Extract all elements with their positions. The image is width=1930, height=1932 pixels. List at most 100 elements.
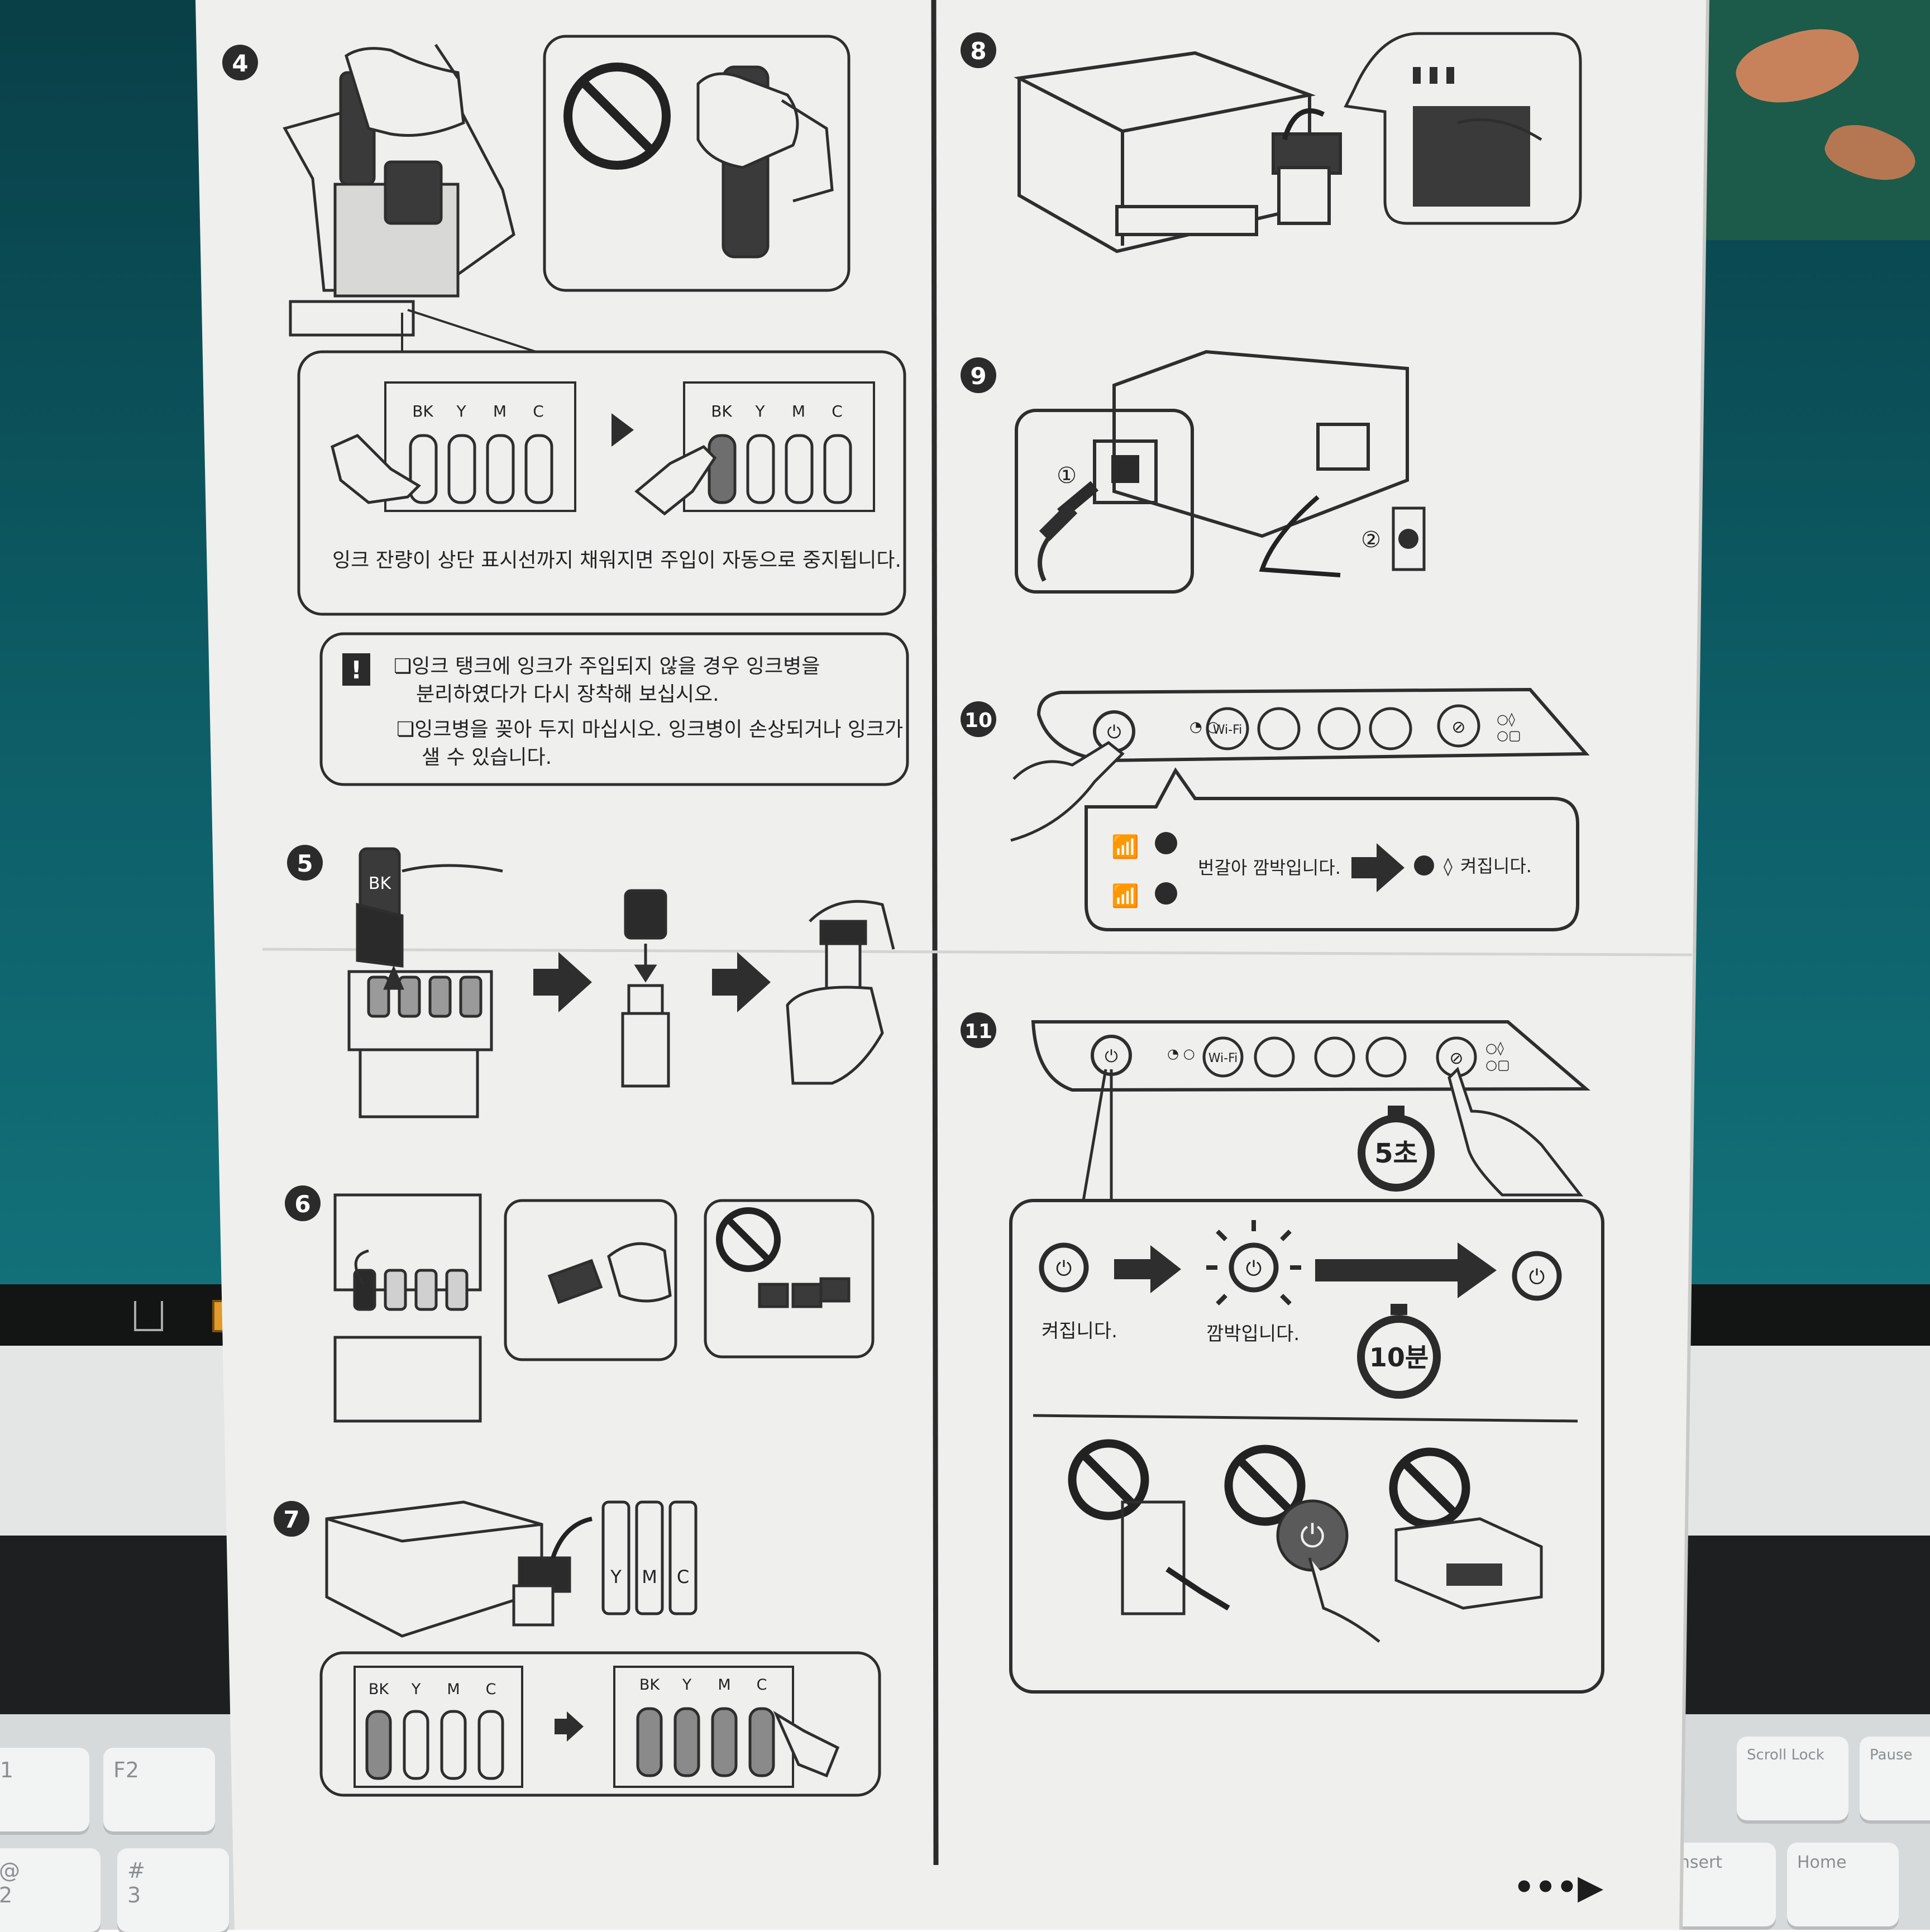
svg-text:⊘: ⊘ bbox=[1451, 718, 1465, 737]
blink-text-11: 깜박입니다. bbox=[1206, 1323, 1300, 1345]
step-6-prohibit-box bbox=[704, 1199, 875, 1359]
step-9-badge bbox=[961, 357, 996, 393]
power-light-blinking: ⏻ bbox=[1206, 1220, 1301, 1305]
hand-pressing-power bbox=[1010, 740, 1125, 842]
curved-arrow-icon-8 bbox=[1282, 108, 1325, 141]
prohibit-unplug bbox=[1068, 1439, 1230, 1615]
column-divider bbox=[931, 0, 939, 1866]
printer-filling-illustration bbox=[283, 44, 515, 337]
prohibited-squeeze-icon bbox=[563, 63, 671, 170]
step-4-caption: 잉크 잔량이 상단 표시선까지 채워지면 주입이 자동으로 중지됩니다. bbox=[332, 549, 901, 572]
tank-label-c-2: C bbox=[832, 402, 843, 420]
wifi-label-10: Wi-Fi bbox=[1213, 723, 1243, 737]
step-5-badge bbox=[287, 845, 323, 881]
tank7-label-c-2: C bbox=[757, 1676, 767, 1694]
key-f2: F2 bbox=[103, 1748, 215, 1831]
arrow-right-icon-7 bbox=[555, 1711, 584, 1742]
tank-group-after: BK Y M C bbox=[634, 381, 875, 516]
step-7: 7 Y M C BK Y M C bbox=[274, 1500, 881, 1797]
warning-line-3: ❏잉크병을 꽂아 두지 마십시오. 잉크병이 손상되거나 잉크가 bbox=[396, 718, 903, 741]
taskbar-icon bbox=[134, 1301, 163, 1331]
power-inlet-zoom bbox=[1015, 409, 1194, 594]
svg-text:⏻: ⏻ bbox=[1105, 1047, 1118, 1067]
step-4-tank-panel: BK Y M C BK Y M C bbox=[297, 309, 906, 616]
step-6: 6 bbox=[285, 1185, 875, 1423]
hand-opening-bottle bbox=[786, 900, 895, 1085]
printer-back-illustration bbox=[1112, 350, 1409, 538]
wifi-button-10[interactable] bbox=[1206, 707, 1249, 750]
svg-text:⊘: ⊘ bbox=[1449, 1049, 1463, 1068]
svg-text:⏻: ⏻ bbox=[1056, 1257, 1072, 1280]
copy-color-button-10[interactable] bbox=[1369, 707, 1412, 750]
step-4-badge bbox=[222, 45, 258, 80]
finger-pointing-2 bbox=[634, 444, 717, 516]
power-light-on-final bbox=[1512, 1251, 1562, 1301]
network-button-10[interactable] bbox=[1257, 707, 1301, 750]
step-8-number: 8 bbox=[970, 37, 986, 65]
wifi-icon: 📶 bbox=[1111, 834, 1139, 860]
step-10-badge bbox=[961, 701, 996, 737]
ink-paper-status-icons-11: ○◊ bbox=[1485, 1040, 1504, 1056]
tank-unit-step6 bbox=[333, 1193, 482, 1423]
step-9-marker-1: ① bbox=[1057, 463, 1077, 489]
tank-label-m-2: M bbox=[792, 402, 805, 420]
key-pause: Pause bbox=[1860, 1737, 1930, 1820]
arrow-right-icon-11a bbox=[1114, 1245, 1181, 1293]
wall-outlet bbox=[1392, 506, 1426, 571]
step-10: 10 ⏻ ◔ ○ Wi-Fi ⊘ ○◊ ○▢ 📶 📶 번갈아 깜박입니다. bbox=[961, 687, 1590, 931]
alternate-blink-text: 번갈아 깜박입니다. bbox=[1198, 857, 1341, 878]
step-8-badge bbox=[961, 32, 996, 68]
stop-button-10[interactable] bbox=[1437, 704, 1480, 748]
network-button-11[interactable] bbox=[1254, 1036, 1295, 1078]
arrow-right-icon-5b bbox=[712, 952, 771, 1012]
painting-corner bbox=[1703, 0, 1930, 240]
step-9-marker-2: ② bbox=[1361, 527, 1381, 553]
control-panel-11: ⏻ ◔ ○ Wi-Fi ⊘ ○◊ ○▢ bbox=[1031, 1020, 1591, 1092]
warning-line-4: 샐 수 있습니다. bbox=[422, 746, 552, 769]
tank7-label-y: Y bbox=[411, 1681, 421, 1698]
finger-pointing bbox=[331, 434, 422, 504]
arrow-right-icon-5a bbox=[533, 952, 592, 1012]
tank7-label-c: C bbox=[486, 1681, 496, 1698]
tank-label-y: Y bbox=[456, 402, 466, 420]
svg-text:⏻: ⏻ bbox=[1107, 721, 1121, 743]
turns-on-text-11: 켜집니다. bbox=[1042, 1320, 1117, 1342]
tank-label-m: M bbox=[493, 402, 507, 420]
step-4-number: 4 bbox=[232, 50, 248, 77]
copy-bw-button-11[interactable] bbox=[1314, 1036, 1355, 1078]
bottle-label-y: Y bbox=[610, 1566, 622, 1587]
step-8-zoom-callout bbox=[1344, 32, 1582, 225]
bk-bottle bbox=[384, 160, 443, 225]
hand-pressing-stop bbox=[1448, 1067, 1584, 1197]
tank-group-7-before: BK Y M C bbox=[353, 1666, 523, 1788]
printer-illustration-8 bbox=[1014, 51, 1342, 254]
key-2: @2 bbox=[0, 1848, 101, 1932]
svg-text:!: ! bbox=[351, 656, 362, 685]
key-scroll-lock: Scroll Lock bbox=[1737, 1737, 1848, 1820]
warning-line-2: 분리하였다가 다시 장착해 보십시오. bbox=[416, 683, 719, 706]
copy-color-button-11[interactable] bbox=[1365, 1036, 1407, 1078]
tank-label-y-2: Y bbox=[754, 402, 765, 420]
warning-icon bbox=[342, 653, 370, 686]
step-4: 4 BK bbox=[222, 35, 909, 786]
blinking-light-2 bbox=[1155, 882, 1177, 905]
blinking-light-1 bbox=[1155, 832, 1177, 854]
tank7-label-y-2: Y bbox=[682, 1676, 692, 1694]
step-11-badge bbox=[961, 1012, 996, 1048]
wifi-button-11[interactable] bbox=[1202, 1036, 1244, 1078]
finger-pointing-7 bbox=[773, 1710, 840, 1778]
copy-bw-button-10[interactable] bbox=[1317, 707, 1361, 750]
tank-unit-illustration bbox=[347, 847, 503, 1118]
step-4-prohibit-box bbox=[543, 35, 851, 292]
step-5-number: 5 bbox=[297, 850, 313, 877]
bottle-label-m: M bbox=[642, 1566, 657, 1587]
wifi-status-icons: ◔ ○ bbox=[1189, 719, 1220, 735]
warning-line-1: ❏잉크 탱크에 잉크가 주입되지 않을 경우 잉크병을 bbox=[394, 655, 820, 678]
bk-bottle-label: BK bbox=[369, 874, 392, 893]
step-11: 11 ⏻ ◔ ○ Wi-Fi ⊘ ○◊ ○▢ 5초 ⏻ bbox=[961, 1012, 1604, 1694]
tank7-label-m: M bbox=[447, 1681, 460, 1698]
tank-group-7-after: BK Y M C bbox=[613, 1666, 840, 1788]
next-page-indicator: •••▶ bbox=[1513, 1868, 1603, 1907]
svg-text:⏻: ⏻ bbox=[1529, 1266, 1545, 1289]
